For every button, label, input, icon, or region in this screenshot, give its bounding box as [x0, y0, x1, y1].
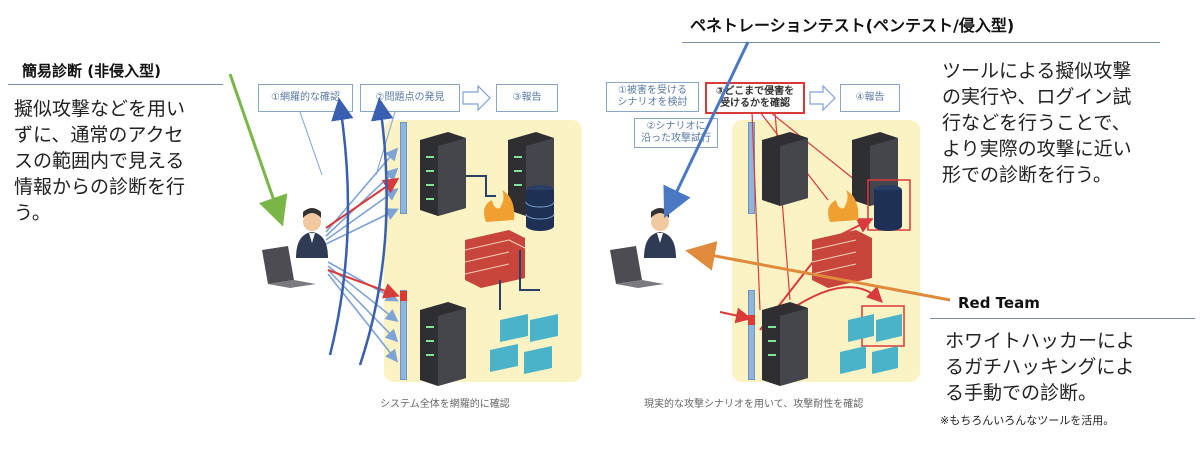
step-box-report-right: ④報告: [840, 84, 900, 112]
database-icon: [874, 185, 902, 231]
user-at-laptop-icon: [262, 208, 328, 288]
step-box-report: ③報告: [496, 84, 558, 112]
firewall-icon: [464, 190, 526, 288]
database-icon: [525, 185, 555, 231]
red-team-note: ※もちろんいろんなツールを活用。: [940, 414, 1115, 427]
attack-marker: [400, 291, 407, 301]
left-diagram-caption: システム全体を網羅的に確認: [380, 399, 510, 410]
desc-line: の実行や、ログイン試: [942, 86, 1132, 108]
red-team-heading: Red Team: [958, 294, 1040, 312]
red-team-description: ホワイトハッカーによ るガチハッキングによ る手動での診断。: [945, 328, 1200, 406]
network-bar: [400, 290, 407, 380]
desc-line: 擬似攻撃などを用い: [14, 98, 186, 120]
right-diagram-caption: 現実的な攻撃シナリオを用いて、攻撃耐性を確認: [644, 399, 864, 410]
desc-line: 形での診断を行う。: [942, 164, 1112, 186]
desc-line: る手動での診断。: [945, 382, 1098, 404]
desc-line: より実際の攻撃に近い: [942, 138, 1132, 160]
heading-underline: [682, 42, 1160, 43]
red-team-pointer: [685, 241, 951, 302]
pentest-description: ツールによる擬似攻撃 の実行や、ログイン試 行などを行うことで、 より実際の攻撃…: [942, 58, 1182, 188]
user-at-laptop-icon: [610, 208, 676, 288]
desc-line: ツールによる擬似攻撃: [942, 60, 1132, 82]
step-box-damage-extent: ③どこまで侵害を 受けるかを確認: [705, 82, 805, 114]
desc-line: るガチハッキングによ: [945, 356, 1135, 378]
simple-diagnosis-heading: 簡易診断 (非侵入型): [22, 62, 161, 80]
server-rack-icon: [420, 302, 466, 386]
pentest-heading: ペネトレーションテスト(ペンテスト/侵入型): [690, 16, 1015, 35]
attack-arrows: [325, 177, 400, 299]
laptop-cluster-icon: [490, 314, 558, 374]
desc-line: ずに、通常のアクセ: [14, 124, 184, 146]
network-links: [466, 175, 540, 310]
pentest-pointer: [663, 41, 750, 219]
server-rack-icon: [420, 132, 466, 216]
simple-diagnosis-pointer: [228, 73, 288, 227]
server-rack-icon: [762, 132, 808, 206]
flow-arrow: [462, 84, 836, 112]
desc-line: ホワイトハッカーによ: [945, 330, 1136, 352]
network-bar: [400, 122, 407, 214]
firewall-icon: [811, 190, 872, 288]
laptop-cluster-icon: [840, 314, 902, 374]
step-box-scenario: ①被害を受ける シナリオを検討: [606, 82, 699, 112]
sweep-arrows: [328, 97, 394, 366]
desc-line: う。: [14, 202, 51, 224]
heading-underline: [8, 84, 223, 85]
desc-line: 行などを行うことで、: [942, 112, 1131, 134]
desc-line: 情報からの診断を行: [14, 176, 186, 198]
server-rack-icon: [762, 302, 808, 386]
heading-underline: [930, 318, 1195, 319]
desc-line: スの範囲内で見える: [14, 150, 185, 172]
simple-diagnosis-description: 擬似攻撃などを用い ずに、通常のアクセ スの範囲内で見える 情報からの診断を行 …: [14, 96, 234, 226]
